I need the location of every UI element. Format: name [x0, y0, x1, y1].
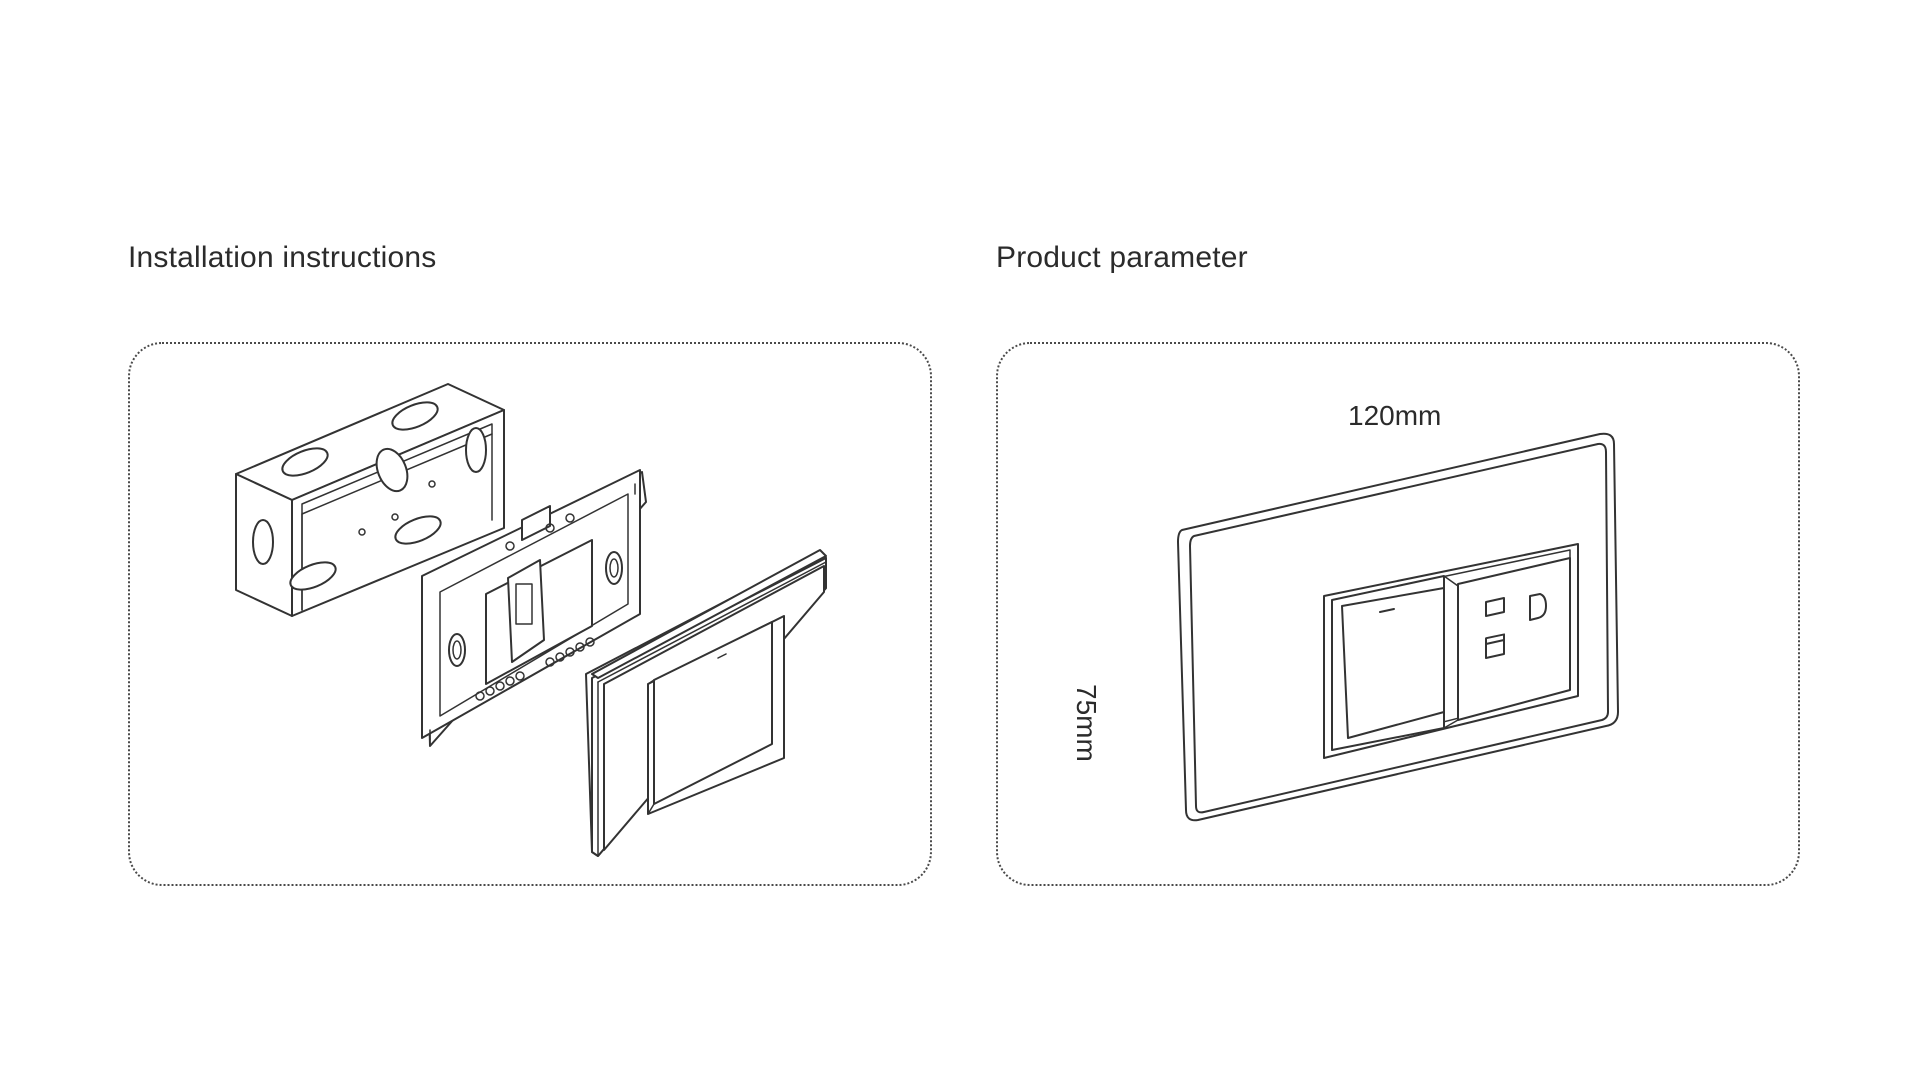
- height-dimension-label: 75mm: [1071, 684, 1102, 762]
- installation-illustration: [235, 383, 827, 857]
- installation-title: Installation instructions: [128, 241, 437, 274]
- parameter-title: Product parameter: [996, 241, 1248, 274]
- back-box-icon: [235, 383, 505, 617]
- parameter-illustration: [1177, 432, 1619, 822]
- installation-panel: [128, 342, 932, 886]
- switch-socket-plate-icon: [1177, 432, 1619, 822]
- switch-plate-icon: [585, 549, 827, 857]
- switch-mechanism-icon: [421, 469, 647, 747]
- parameter-panel: 120mm 75mm: [996, 342, 1800, 886]
- width-dimension-label: 120mm: [1348, 400, 1442, 431]
